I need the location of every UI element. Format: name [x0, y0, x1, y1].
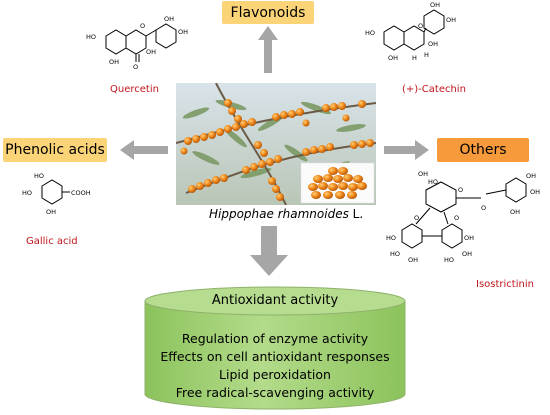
svg-text:OH: OH	[462, 250, 472, 258]
svg-text:HO: HO	[365, 29, 375, 37]
flavonoids-box: Flavonoids	[222, 1, 314, 24]
svg-text:OH: OH	[46, 208, 56, 216]
catechin-name: (+)-Catechin	[402, 84, 466, 95]
gallic-acid-structure: HO HO OH COOH	[22, 172, 91, 216]
phenolic-acids-box: Phenolic acids	[3, 138, 107, 162]
svg-text:HO: HO	[34, 172, 44, 180]
svg-text:O: O	[454, 214, 459, 222]
svg-text:O: O	[133, 63, 138, 71]
cylinder-item-2: Effects on cell antioxidant responses	[160, 349, 390, 364]
isostrictinin-name: Isostrictinin	[476, 279, 534, 290]
arrow-down	[250, 226, 288, 276]
species-name: Hippophae rhamnoides L.	[209, 207, 363, 221]
svg-text:O: O	[418, 22, 423, 30]
phenolic-acids-label: Phenolic acids	[5, 142, 105, 158]
svg-text:OH: OH	[530, 188, 540, 196]
others-label: Others	[459, 142, 507, 158]
svg-text:O: O	[458, 186, 463, 194]
flavonoids-label: Flavonoids	[230, 4, 306, 21]
arrow-up	[258, 26, 278, 73]
cylinder-item-3: Lipid peroxidation	[219, 367, 331, 382]
cylinder-item-1: Regulation of enzyme activity	[181, 331, 369, 346]
svg-text:OH: OH	[178, 28, 188, 36]
quercetin-structure: HO OH O OH O OH OH	[86, 15, 188, 71]
arrow-right	[384, 140, 429, 160]
svg-text:OH: OH	[526, 172, 536, 180]
svg-text:OH: OH	[430, 2, 440, 9]
svg-text:O: O	[140, 22, 145, 30]
arrow-left	[120, 140, 168, 160]
cylinder-item-4: Free radical-scavenging activity	[175, 385, 375, 400]
antioxidant-cylinder	[144, 286, 406, 410]
svg-text:H: H	[412, 54, 417, 62]
species-authority: L.	[348, 207, 364, 221]
svg-text:H: H	[424, 51, 429, 59]
sea-buckthorn-photo	[176, 83, 376, 205]
svg-text:OH: OH	[428, 40, 438, 48]
gallic-acid-name: Gallic acid	[26, 236, 78, 247]
species-genus: Hippophae rhamnoides	[209, 207, 349, 221]
svg-text:HO: HO	[390, 250, 400, 258]
svg-text:OH: OH	[146, 48, 156, 56]
others-box: Others	[437, 138, 529, 162]
svg-text:COOH: COOH	[71, 189, 91, 197]
cylinder-title: Antioxidant activity	[211, 293, 339, 308]
isostrictinin-structure: OH HO O O OH OH OH O O HO OH HO OH HO OH	[386, 170, 540, 264]
svg-text:O: O	[414, 214, 419, 222]
svg-text:OH: OH	[388, 54, 398, 62]
svg-text:O: O	[481, 204, 486, 212]
svg-text:OH: OH	[418, 170, 428, 178]
svg-text:HO: HO	[22, 189, 32, 197]
svg-text:OH: OH	[164, 15, 174, 23]
svg-text:OH: OH	[446, 16, 456, 24]
svg-text:HO: HO	[444, 256, 454, 264]
svg-text:OH: OH	[109, 58, 119, 66]
svg-text:OH: OH	[408, 256, 418, 264]
catechin-structure: HO OH O OH OH OH H H	[365, 2, 456, 62]
svg-text:HO: HO	[86, 33, 96, 41]
svg-text:HO: HO	[428, 178, 438, 186]
quercetin-name: Quercetin	[110, 84, 159, 95]
svg-text:OH: OH	[510, 208, 520, 216]
svg-text:OH: OH	[464, 234, 474, 242]
svg-text:HO: HO	[386, 234, 396, 242]
